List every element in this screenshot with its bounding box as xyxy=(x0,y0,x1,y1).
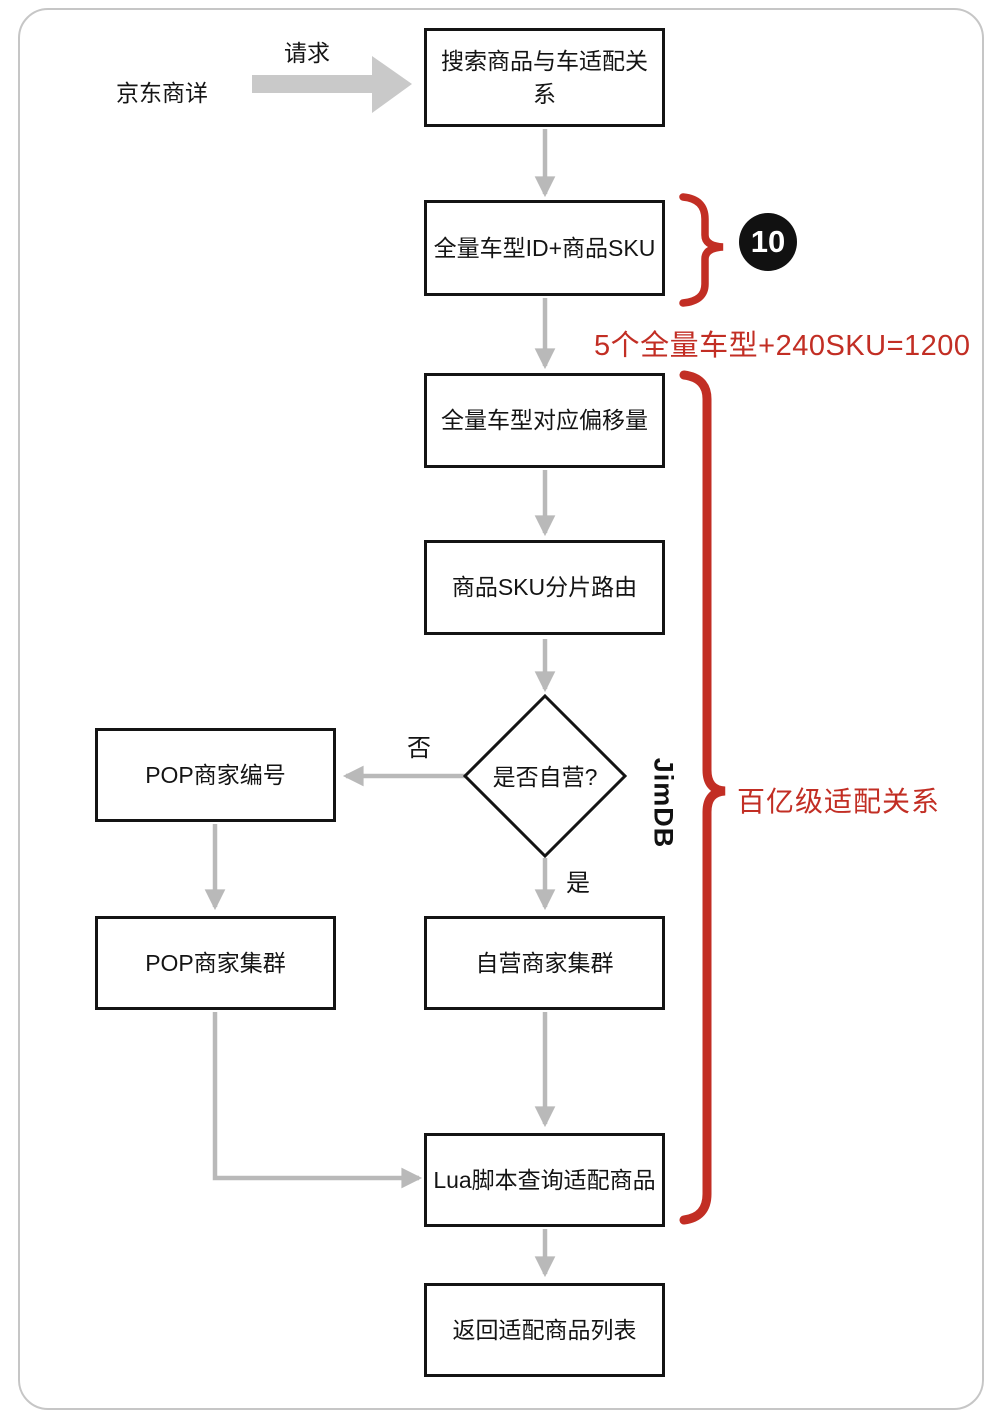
count-badge: 10 xyxy=(739,213,797,271)
source-label: 京东商详 xyxy=(116,80,208,106)
node-id-sku: 全量车型ID+商品SKU xyxy=(424,200,665,296)
node-self-cluster: 自营商家集群 xyxy=(424,916,665,1010)
sku-math-note: 5个全量车型+240SKU=1200 xyxy=(594,330,971,362)
node-pop-cluster: POP商家集群 xyxy=(95,916,336,1010)
request-label: 请求 xyxy=(284,40,330,66)
node-pop-id: POP商家编号 xyxy=(95,728,336,822)
branch-yes-label: 是 xyxy=(566,870,590,897)
big-red-brace-icon xyxy=(679,370,726,1225)
node-route: 商品SKU分片路由 xyxy=(424,540,665,635)
rounded-frame-border xyxy=(18,8,984,1410)
jimdb-label: JimDB xyxy=(648,757,679,849)
decision-diamond-shape xyxy=(462,693,628,859)
node-decision-label: 是否自营? xyxy=(492,764,598,790)
scale-note: 百亿级适配关系 xyxy=(737,786,941,817)
small-red-brace-icon xyxy=(679,193,724,307)
branch-no-label: 否 xyxy=(407,735,431,762)
node-lua: Lua脚本查询适配商品 xyxy=(424,1133,665,1227)
node-search: 搜索商品与车适配关系 xyxy=(424,28,665,127)
node-offset: 全量车型对应偏移量 xyxy=(424,373,665,468)
node-return: 返回适配商品列表 xyxy=(424,1283,665,1377)
arrow-popcluster-to-lua-icon xyxy=(212,1012,423,1189)
request-block-arrow-icon xyxy=(252,56,412,113)
